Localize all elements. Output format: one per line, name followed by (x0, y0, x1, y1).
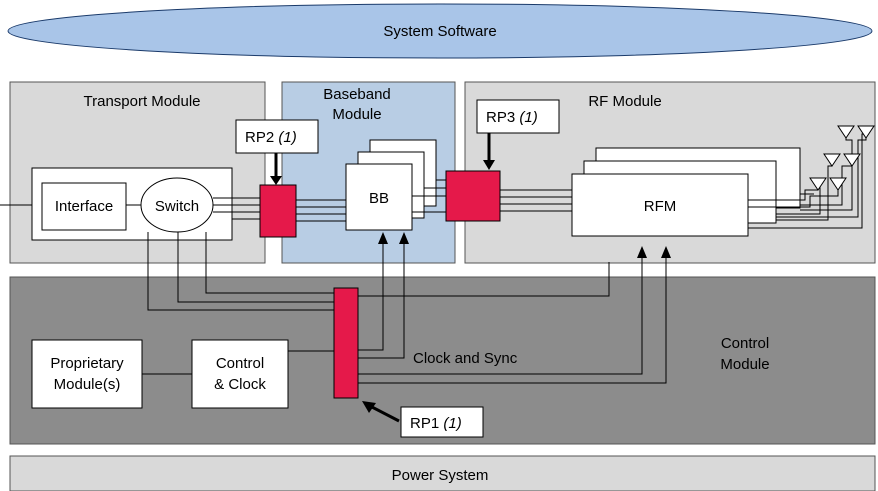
rfm-box (571, 173, 749, 237)
proprietary-label-2: Module(s) (54, 376, 121, 393)
bb-sync-lines (358, 242, 405, 359)
interface-box (41, 182, 127, 231)
rp1-block (333, 287, 359, 399)
power-system-label: Power System (392, 467, 489, 484)
interface-label: Interface (55, 198, 113, 215)
rp2-block (259, 184, 297, 238)
switch-control-lines (147, 232, 334, 311)
rfm-sync-lines (358, 258, 667, 384)
proprietary-module-box (31, 339, 143, 409)
rp1-label: RP1 (1) (410, 415, 462, 432)
switch-label: Switch (155, 198, 199, 215)
control-clock-label-1: Control (216, 355, 264, 372)
system-software-label: System Software (383, 23, 496, 40)
proprietary-label-1: Proprietary (50, 355, 124, 372)
rp3-label-box (476, 99, 560, 134)
system-software-ellipse (7, 3, 873, 59)
rp2-label: RP2 (1) (245, 129, 297, 146)
rp3-block (445, 170, 501, 222)
control-module-label-2: Module (720, 356, 769, 373)
control-clock-box (191, 339, 289, 409)
bb-box (345, 163, 413, 231)
rp3-label: RP3 (1) (486, 109, 538, 126)
clock-and-sync-label: Clock and Sync (413, 350, 518, 367)
bb-label: BB (369, 190, 389, 207)
rfm-label: RFM (644, 198, 677, 215)
antenna-icons (809, 125, 875, 191)
rp1-label-box (400, 406, 484, 438)
rf-module-label: RF Module (588, 93, 661, 110)
baseband-module-label-2: Module (332, 106, 381, 123)
baseband-module-label-1: Baseband (323, 86, 391, 103)
control-module-label-1: Control (721, 335, 769, 352)
power-system (9, 455, 876, 491)
control-clock-label-2: & Clock (214, 376, 266, 393)
transport-module-label: Transport Module (84, 93, 201, 110)
rp2-label-box (235, 119, 319, 154)
